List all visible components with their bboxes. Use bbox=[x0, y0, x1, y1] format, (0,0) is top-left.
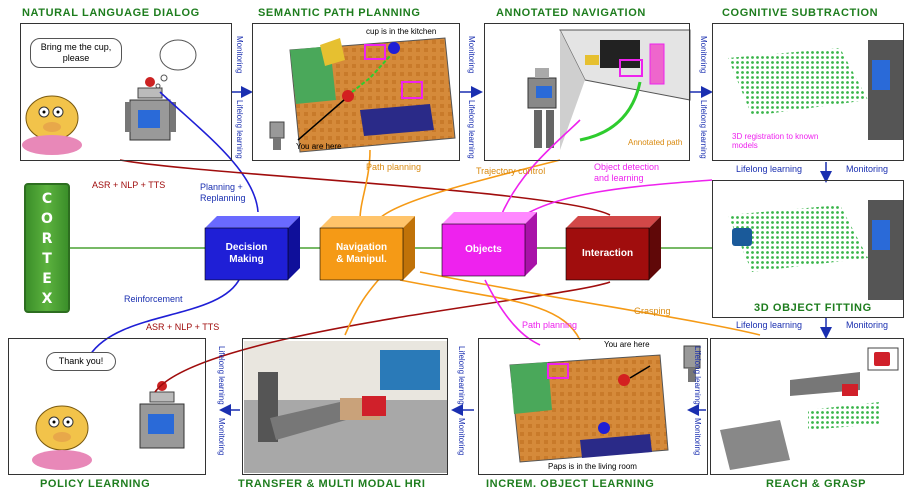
objects-link-top-1 bbox=[499, 119, 581, 219]
point-cloud-art bbox=[728, 40, 904, 140]
navigation-label: Navigation & Manipul. bbox=[335, 242, 388, 265]
object-fitting-art bbox=[728, 200, 904, 300]
semantic-map-art bbox=[269, 37, 456, 153]
grasping-label: Grasping bbox=[634, 306, 671, 316]
title-incremental-learning: INCREM. OBJECT LEARNING bbox=[486, 478, 655, 490]
panel-natural-language-dialog bbox=[20, 23, 232, 161]
cortex-letter: C bbox=[41, 191, 53, 207]
trajectory-label: Trajectory control bbox=[476, 166, 546, 176]
cortex-letter: E bbox=[42, 271, 52, 287]
panel-policy-learning bbox=[8, 338, 206, 475]
lifelong-label: Lifelong learning bbox=[467, 100, 476, 159]
monitoring-label: Monitoring bbox=[467, 36, 476, 74]
panel-object-fitting bbox=[712, 180, 904, 318]
objects-link-bottom bbox=[484, 279, 541, 346]
policy-panel-art bbox=[32, 381, 185, 470]
paps-location-text: Paps is in the living room bbox=[548, 462, 637, 471]
monitoring-right-label-1: Monitoring bbox=[846, 164, 889, 174]
lifelong-right-label-1: Lifelong learning bbox=[736, 164, 803, 174]
reach-grasp-art bbox=[720, 347, 899, 470]
monitoring-label: Monitoring bbox=[217, 418, 226, 456]
navigation-link-right bbox=[419, 271, 761, 336]
panel-incremental-learning bbox=[478, 338, 708, 475]
planning-label: Planning + Replanning bbox=[200, 182, 246, 203]
navigation-link-top-1 bbox=[359, 149, 371, 221]
path-planning-bottom-label: Path planning bbox=[522, 320, 578, 330]
you-are-here-bottom: You are here bbox=[604, 340, 650, 349]
annotated-navigation-art bbox=[527, 29, 691, 150]
objects-link-top-2 bbox=[519, 179, 713, 219]
interaction-cube bbox=[565, 227, 650, 281]
dialog-panel-art bbox=[22, 39, 197, 155]
title-object-fitting: 3D OBJECT FITTING bbox=[754, 302, 872, 314]
interaction-label: Interaction bbox=[581, 248, 634, 259]
navigation-cube bbox=[319, 227, 404, 281]
connections bbox=[70, 91, 761, 393]
speech-bubble-thanks: Thank you! bbox=[46, 352, 116, 371]
module-cubes bbox=[204, 212, 661, 281]
title-semantic-path-planning: SEMANTIC PATH PLANNING bbox=[258, 7, 421, 19]
monitoring-label: Monitoring bbox=[235, 36, 244, 74]
title-cognitive-subtraction: COGNITIVE SUBTRACTION bbox=[722, 7, 879, 19]
annotated-path-text: Annotated path bbox=[628, 138, 683, 147]
interaction-link-bottom bbox=[154, 281, 611, 393]
asr-label-top: ASR + NLP + TTS bbox=[92, 180, 166, 190]
panel-semantic-path-planning bbox=[252, 23, 460, 161]
title-reach-grasp: REACH & GRASP bbox=[766, 478, 867, 490]
interaction-link-top bbox=[119, 159, 611, 216]
incremental-map-art bbox=[509, 345, 701, 463]
lifelong-label: Lifelong learning bbox=[235, 100, 244, 159]
cortex-letter: T bbox=[42, 251, 52, 267]
registration-text: 3D registration to known models bbox=[732, 132, 819, 150]
panel-annotated-navigation bbox=[484, 23, 690, 161]
cortex-letter: O bbox=[41, 211, 53, 227]
lifelong-label: Lifelong learning bbox=[693, 346, 702, 405]
you-are-here-top: You are here bbox=[296, 142, 342, 151]
title-annotated-navigation: ANNOTATED NAVIGATION bbox=[496, 7, 646, 19]
flow-arrows bbox=[219, 86, 832, 416]
monitoring-label: Monitoring bbox=[693, 418, 702, 456]
objects-label: Objects bbox=[465, 244, 502, 255]
cortex-letter: X bbox=[41, 291, 53, 307]
lifelong-label: Lifelong learning bbox=[217, 346, 226, 405]
cortex-letter: R bbox=[41, 231, 53, 247]
path-planning-top-label: Path planning bbox=[366, 162, 422, 172]
reinforcement-label: Reinforcement bbox=[124, 294, 183, 304]
decision-link-bottom bbox=[89, 277, 241, 356]
monitoring-label: Monitoring bbox=[699, 36, 708, 74]
decision-label: Decision Making bbox=[225, 242, 268, 265]
cortex-block: C O R T E X bbox=[24, 183, 70, 313]
object-detection-label: Object detection and learning bbox=[594, 162, 660, 183]
lifelong-label: Lifelong learning bbox=[699, 100, 708, 159]
decision-cube bbox=[204, 227, 289, 281]
asr-label-bottom: ASR + NLP + TTS bbox=[146, 322, 220, 332]
decision-link-top bbox=[159, 91, 259, 213]
panel-reach-grasp bbox=[710, 338, 904, 475]
monitoring-right-label-2: Monitoring bbox=[846, 320, 889, 330]
panel-transfer-hri bbox=[242, 338, 448, 475]
monitoring-label: Monitoring bbox=[457, 418, 466, 456]
objects-cube bbox=[441, 223, 526, 277]
title-natural-language-dialog: NATURAL LANGUAGE DIALOG bbox=[22, 7, 200, 19]
navigation-link-bottom-2 bbox=[399, 279, 581, 341]
cup-location-text: cup is in the kitchen bbox=[366, 27, 437, 36]
title-transfer-hri: TRANSFER & MULTI MODAL HRI bbox=[238, 478, 426, 490]
lifelong-right-label-2: Lifelong learning bbox=[736, 320, 803, 330]
speech-bubble-request: Bring me the cup, please bbox=[30, 38, 122, 68]
hri-photo-art bbox=[244, 341, 447, 473]
navigation-link-bottom-1 bbox=[344, 277, 381, 336]
title-policy-learning: POLICY LEARNING bbox=[40, 478, 151, 490]
lifelong-label: Lifelong learning bbox=[457, 346, 466, 405]
